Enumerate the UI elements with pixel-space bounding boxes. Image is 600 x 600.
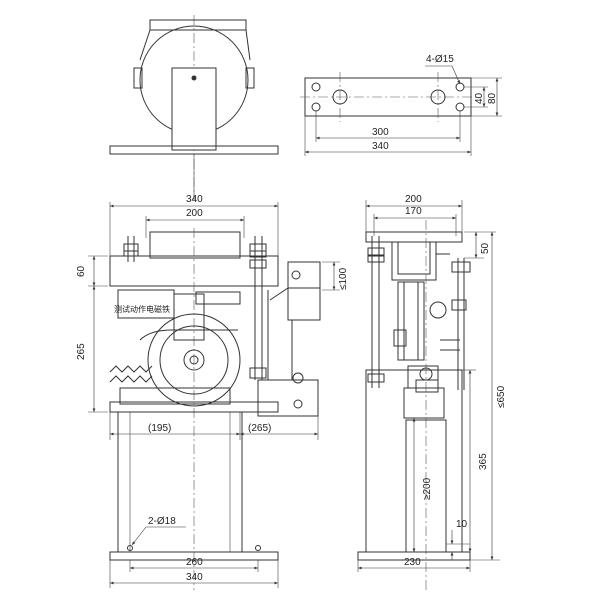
base-plate-top-view: 4-Ø15 40 80 300 340 — [300, 54, 502, 156]
sheave-view — [109, 15, 279, 200]
dim-40: 40 — [474, 92, 485, 104]
electromagnet-label: 测试动作电磁铁 — [114, 304, 170, 314]
dim-265: 265 — [76, 343, 87, 360]
dim-le100: ≤100 — [338, 267, 349, 290]
side-dim-365: 365 — [478, 453, 489, 470]
side-dim-200: 200 — [405, 194, 422, 205]
side-dim-230: 230 — [404, 557, 421, 568]
dim-340-bottom: 340 — [186, 572, 203, 583]
dim-80: 80 — [487, 92, 498, 104]
front-view: 340 200 测试动作电磁铁 — [76, 194, 349, 590]
dim-265-paren: (265) — [248, 423, 271, 434]
side-dim-ge200: ≥200 — [422, 477, 433, 500]
dim-340-top: 340 — [186, 194, 203, 205]
dim-340: 340 — [372, 141, 389, 152]
dim-60: 60 — [76, 265, 87, 277]
side-dim-10: 10 — [456, 519, 468, 530]
side-dim-50: 50 — [480, 242, 491, 254]
hole-callout-4-d15: 4-Ø15 — [426, 54, 454, 65]
side-view: 200 170 — [357, 194, 507, 590]
hole-callout-2-d18: 2-Ø18 — [148, 516, 176, 527]
side-dim-le650: ≤650 — [496, 385, 507, 408]
dim-260: 260 — [186, 557, 203, 568]
dim-300: 300 — [372, 127, 389, 138]
spring-coil — [109, 365, 153, 383]
dim-200-top: 200 — [186, 208, 203, 219]
side-dim-170: 170 — [405, 206, 422, 217]
dim-195-paren: (195) — [148, 423, 171, 434]
